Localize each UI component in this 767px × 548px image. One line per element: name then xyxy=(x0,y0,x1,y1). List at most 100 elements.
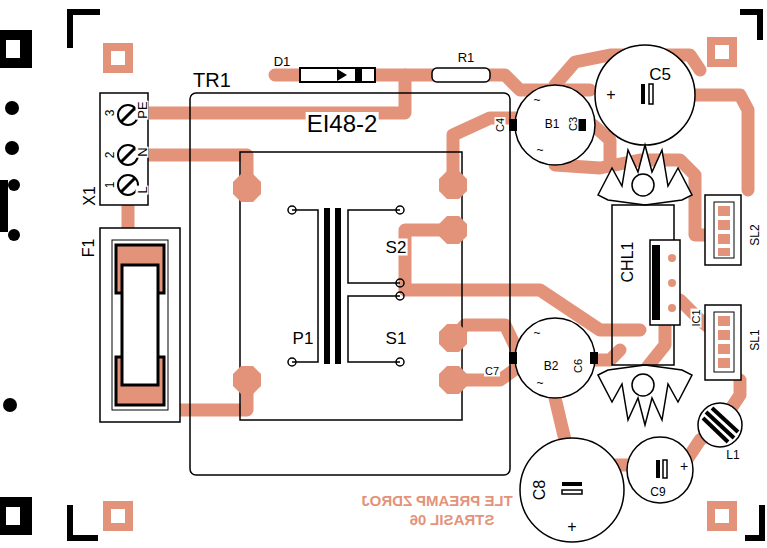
heatsink-hole xyxy=(632,374,654,396)
winding-terminal xyxy=(288,206,296,214)
mounting-hole-group xyxy=(103,37,737,531)
connector-pin xyxy=(718,316,730,326)
winding-label: S2 xyxy=(385,239,408,256)
edge-mark xyxy=(0,30,32,68)
winding-label: P1 xyxy=(292,330,315,347)
pin-name: PE xyxy=(136,100,149,119)
capacitor-plate xyxy=(562,490,582,494)
ac-mark: ~ xyxy=(532,94,541,106)
ic-pin xyxy=(668,279,676,287)
edge-mark xyxy=(0,497,32,535)
bridge-outline xyxy=(515,85,595,165)
connector-housing xyxy=(714,312,734,372)
polarity-mark: + xyxy=(566,519,577,535)
primary-winding xyxy=(292,210,318,362)
edge-mark xyxy=(5,101,19,115)
lead-pad xyxy=(269,69,281,81)
resistor-body xyxy=(432,68,490,82)
fuse-holder xyxy=(100,228,180,422)
resistor-symbol xyxy=(432,68,490,82)
ic-pin xyxy=(668,304,676,312)
transformer-pads xyxy=(233,171,467,394)
ic-body xyxy=(650,240,680,325)
copper-trace xyxy=(405,230,640,330)
board-text: TLE PREAMP ZDROJ xyxy=(360,493,513,508)
connector-pin xyxy=(718,234,730,244)
small-capacitor xyxy=(578,119,586,131)
capacitor-plate xyxy=(663,460,667,478)
connector-housing xyxy=(705,305,741,380)
part-label: C7 xyxy=(484,366,500,377)
part-label: R1 xyxy=(457,51,476,64)
capacitor-plate xyxy=(656,460,660,478)
ac-mark: ~ xyxy=(535,144,544,156)
edge-mark xyxy=(5,141,19,155)
small-capacitor xyxy=(590,352,598,364)
part-label: CHL1 xyxy=(620,241,636,284)
ac-mark: ~ xyxy=(535,377,544,389)
component-marks xyxy=(509,84,738,494)
pin-name: N xyxy=(136,146,149,157)
diode-arrow xyxy=(337,69,347,81)
capacitor-outline xyxy=(595,45,695,145)
bridge-outline xyxy=(515,318,595,398)
terminal-screw xyxy=(121,178,135,192)
octagon-pad xyxy=(439,171,467,199)
octagon-pad xyxy=(439,324,467,352)
component-outlines xyxy=(515,45,742,542)
octagon-pad xyxy=(233,366,261,394)
part-label: L1 xyxy=(725,449,740,461)
board-text: STRASIL 06 xyxy=(409,512,496,527)
copper-trace xyxy=(690,95,748,190)
corner-mark xyxy=(70,12,100,48)
diode-band xyxy=(355,68,362,82)
part-label: IC1 xyxy=(691,308,702,327)
capacitor-plate xyxy=(649,84,653,104)
connector-pin xyxy=(718,220,730,230)
corner-mark xyxy=(740,12,760,40)
transformer-core-bar xyxy=(324,208,330,364)
mounting-hole xyxy=(715,45,729,59)
part-label: C3 xyxy=(568,116,579,132)
edge-mark-group xyxy=(0,30,32,535)
fuse-glass xyxy=(122,265,158,385)
small-capacitor xyxy=(509,352,517,364)
part-label: SL1 xyxy=(749,328,761,351)
part-label: F1 xyxy=(81,238,97,259)
terminal-housing xyxy=(100,93,148,205)
heatsink-fins xyxy=(598,365,692,425)
regulator-ic xyxy=(650,240,680,325)
connector-housing xyxy=(705,195,741,265)
copper-trace xyxy=(593,125,610,160)
capacitor-outline xyxy=(520,438,624,542)
fuse-outline xyxy=(100,228,180,422)
mounting-hole xyxy=(707,501,737,531)
transformer-outline xyxy=(190,93,510,475)
connector-pin xyxy=(718,330,730,340)
pin-number: 2 xyxy=(104,151,116,160)
connector-housing xyxy=(714,202,734,258)
inductor-outline xyxy=(698,403,742,447)
part-label: C9 xyxy=(649,486,666,498)
inductor-winding xyxy=(703,418,728,442)
terminal-screw xyxy=(121,108,135,122)
part-label: C4 xyxy=(495,117,506,133)
transformer-core-bar xyxy=(335,208,341,364)
edge-mark xyxy=(0,180,8,232)
ic-tab xyxy=(652,245,660,320)
part-label: SL2 xyxy=(749,223,761,246)
part-label: C8 xyxy=(532,479,548,501)
corner-mark xyxy=(745,505,762,538)
capacitor-plate xyxy=(641,84,645,104)
winding-terminal xyxy=(288,358,296,366)
heatsink-hole xyxy=(632,174,654,196)
connector-pin xyxy=(718,358,730,368)
connector-pin xyxy=(718,344,730,354)
ac-mark: ~ xyxy=(532,327,541,339)
part-label: X1 xyxy=(82,185,98,207)
part-label: C6 xyxy=(573,358,584,374)
capacitor-plate xyxy=(562,482,582,486)
capacitor-outline xyxy=(627,437,693,503)
part-label: TR1 xyxy=(192,70,232,90)
